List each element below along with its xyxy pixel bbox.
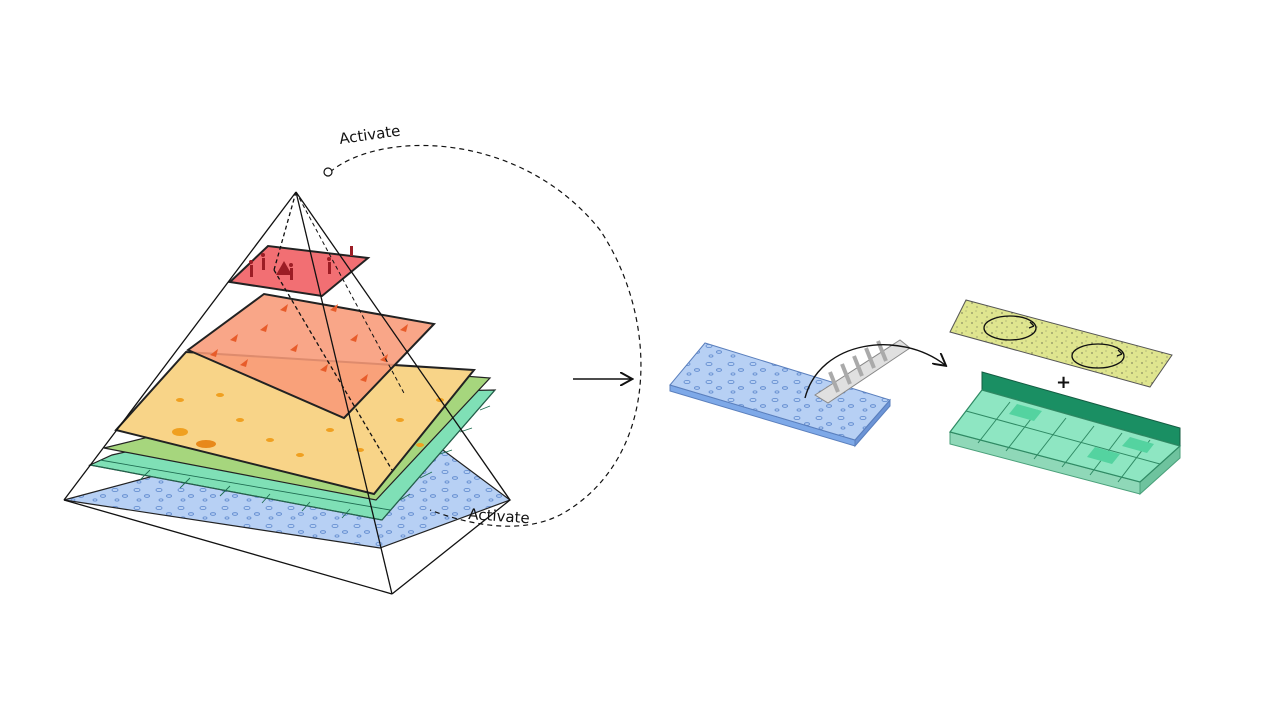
activate-label-top: Activate [338, 122, 401, 148]
human-icons [249, 246, 353, 280]
pyramid [63, 191, 512, 595]
inner-dashed-edges [295, 191, 406, 396]
plus-sign: + [1056, 372, 1071, 393]
birds-layer [186, 292, 437, 420]
loop-start-node [323, 167, 333, 177]
tile-block [948, 371, 1182, 496]
water-slab [669, 342, 891, 448]
bird-icons [210, 304, 408, 382]
pyramid-edges [63, 191, 511, 595]
activate-label-bottom: Activate [468, 505, 531, 527]
sediment-panel [949, 299, 1173, 388]
dashed-loop-path [329, 144, 642, 527]
curved-arrow [804, 344, 945, 399]
